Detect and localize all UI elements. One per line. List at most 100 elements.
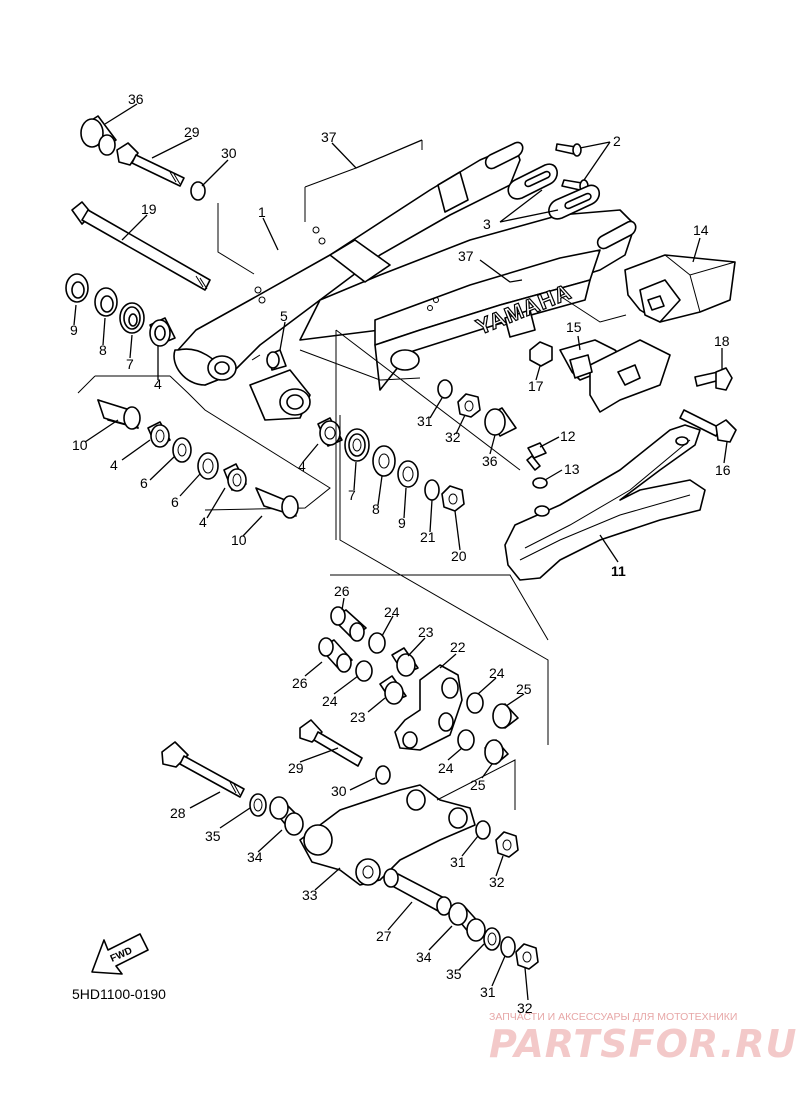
part-26-collar-a [330, 606, 367, 642]
part-22-relay-arm [394, 664, 463, 751]
part-32-nut-b [495, 831, 519, 858]
leader-lines [73, 103, 728, 1001]
callout-35: 35 [205, 828, 221, 844]
part-5-bushing [266, 349, 287, 371]
part-24-washer-c [466, 692, 484, 714]
callout-24: 24 [489, 665, 505, 681]
part-11-chain-slider [504, 424, 706, 581]
callout-9: 9 [70, 322, 78, 338]
callout-7: 7 [126, 356, 134, 372]
swingarm: YAMAHA [173, 141, 637, 421]
callout-19: 19 [141, 201, 157, 217]
part-23-bearing-b [379, 675, 407, 705]
callout-18: 18 [714, 333, 730, 349]
callout-31: 31 [480, 984, 496, 1000]
part-35-seal-a [249, 793, 267, 817]
part-27-collar [383, 868, 452, 916]
part-33-connecting-rod [299, 784, 476, 886]
part-17-nut [529, 341, 553, 367]
callout-33: 33 [302, 887, 318, 903]
part-9-seal-right [397, 460, 419, 488]
watermark-tagline: ЗАПЧАСТИ И АКСЕССУАРЫ ДЛЯ МОТОТЕХНИКИ [489, 1011, 738, 1023]
callout-24: 24 [384, 604, 400, 620]
callout-30: 30 [221, 145, 237, 161]
callout-15: 15 [566, 319, 582, 335]
part-14-chain-guide [624, 254, 736, 323]
part-16-bolt [679, 409, 737, 443]
part-13-washer [532, 477, 548, 489]
callout-22: 22 [450, 639, 466, 655]
part-36-cap [80, 115, 117, 156]
part-30-washer [190, 181, 206, 201]
part-29-bolt-b [299, 719, 363, 767]
part-26-collar-b [318, 637, 353, 673]
part-20-nut [441, 485, 465, 512]
part-18-bolt [694, 367, 733, 391]
callout-32: 32 [445, 429, 461, 445]
callout-6: 6 [140, 475, 148, 491]
part-32-nut-a [457, 393, 481, 418]
part-9-seal-left [65, 273, 89, 303]
callout-14: 14 [693, 222, 709, 238]
part-8-washer-left [94, 287, 118, 317]
part-15-bracket [559, 339, 671, 413]
part-24-washer-a [368, 632, 386, 654]
part-6-seal-b [197, 452, 219, 480]
callout-24: 24 [438, 760, 454, 776]
callout-35: 35 [446, 966, 462, 982]
part-25-collar-a [492, 703, 519, 729]
callout-32: 32 [517, 1000, 533, 1016]
callout-37: 37 [321, 129, 337, 145]
part-25-collar-b [484, 739, 509, 765]
callout-31: 31 [450, 854, 466, 870]
diagram-code: 5HD1100-0190 [72, 986, 166, 1002]
part-31-washer-b [475, 820, 491, 840]
callout-23: 23 [350, 709, 366, 725]
callout-28: 28 [170, 805, 186, 821]
part-19-pivot-shaft [71, 201, 211, 291]
callout-24: 24 [322, 693, 338, 709]
callout-36: 36 [128, 91, 144, 107]
callout-12: 12 [560, 428, 576, 444]
part-29-bolt [116, 142, 185, 187]
callout-32: 32 [489, 874, 505, 890]
callout-10: 10 [231, 532, 247, 548]
callout-8: 8 [99, 342, 107, 358]
callout-36: 36 [482, 453, 498, 469]
part-10-spacer-a [97, 399, 141, 430]
callout-37: 37 [458, 248, 474, 264]
part-8-washer-right [372, 445, 396, 477]
callout-25: 25 [470, 777, 486, 793]
callout-17: 17 [528, 378, 544, 394]
callout-8: 8 [372, 501, 380, 517]
callout-6: 6 [171, 494, 179, 510]
callout-3: 3 [483, 216, 491, 232]
callout-11: 11 [611, 563, 626, 579]
part-3-adjusters [507, 163, 600, 220]
part-28-bolt [161, 741, 245, 798]
part-34-collar-a [269, 796, 304, 836]
part-36-cap-b [484, 407, 517, 437]
part-4-bearing-c [223, 463, 247, 492]
part-6-seal-a [172, 437, 192, 463]
part-24-washer-d [457, 729, 475, 751]
callout-10: 10 [72, 437, 88, 453]
callout-7: 7 [348, 487, 356, 503]
callout-13: 13 [564, 461, 580, 477]
callout-9: 9 [398, 515, 406, 531]
callout-23: 23 [418, 624, 434, 640]
part-35-seal-b [483, 927, 501, 951]
callout-29: 29 [288, 760, 304, 776]
callout-1: 1 [258, 204, 266, 220]
callout-26: 26 [292, 675, 308, 691]
callout-21: 21 [420, 529, 436, 545]
callout-labels: 36 29 30 37 2 3 1 19 37 14 9 8 7 4 5 15 … [70, 91, 731, 1016]
part-31-washer-c [500, 936, 516, 958]
part-7-bearing-right [344, 428, 370, 462]
callout-29: 29 [184, 124, 200, 140]
fwd-arrow-icon: FWD [91, 933, 149, 975]
callout-26: 26 [334, 583, 350, 599]
part-30-washer-b [375, 765, 391, 785]
callout-4: 4 [298, 458, 306, 474]
part-4-bearing-d [317, 417, 343, 447]
